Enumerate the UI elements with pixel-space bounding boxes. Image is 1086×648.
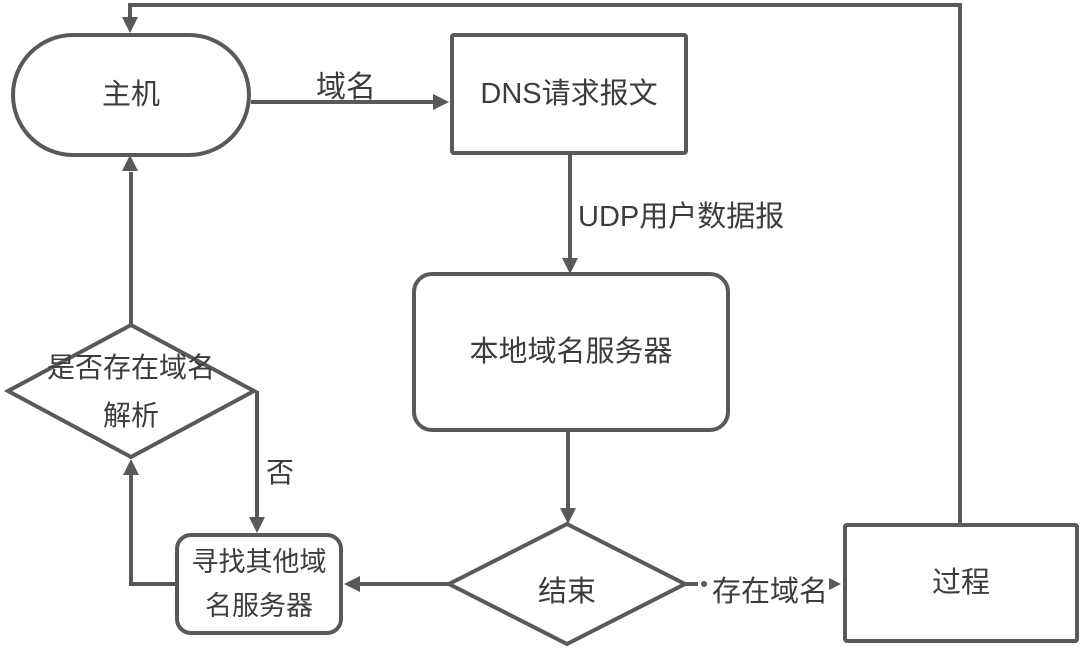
arrowhead-into-find-other-right [344,576,360,592]
end-decision-diamond [444,521,690,647]
edge-label-domain: 域名 [316,71,376,104]
arrowhead-into-host-bottom [122,155,138,171]
node-dns-request: DNS请求报文 [450,33,688,155]
node-find-other-label-line1: 寻找其他域 [191,547,327,577]
node-local-dns: 本地域名服务器 [412,272,730,432]
exists-decision-text-line2: 解析 [102,400,159,431]
edge-label-exists: 存在域名 [712,576,829,608]
node-local-dns-label: 本地域名服务器 [469,335,673,368]
arrowhead-into-local [562,258,578,274]
node-exists-decision-label: 是否存在域名 解析 [31,344,231,440]
node-dns-request-label: DNS请求报文 [480,77,658,110]
exists-decision-text-line1: 是否存在域名 [46,352,215,383]
arrowhead-into-exists-bottom [123,459,139,475]
node-host: 主机 [11,33,251,157]
edge-label-udp: UDP用户数据报 [578,201,785,233]
edge-dot-after-end [701,581,707,587]
node-process: 过程 [843,523,1079,643]
end-decision-text: 结束 [537,576,596,608]
edge-process-to-host [128,3,962,523]
arrowhead-into-process [829,578,841,590]
edge-find-other-to-exists [129,474,175,586]
exists-decision-diamond [3,322,259,460]
arrowhead-into-end [560,508,576,524]
arrowhead-into-find-other-top [249,517,265,533]
arrowhead-into-dns [433,94,449,110]
node-find-other-server: 寻找其他域 名服务器 [175,533,343,635]
arrowhead-into-host-top [122,17,138,33]
node-find-other-label-line2: 名服务器 [205,591,313,621]
node-end-decision-label: 结束 [467,568,667,610]
node-process-label: 过程 [931,566,990,599]
edge-label-no: 否 [266,457,295,488]
node-host-label: 主机 [101,78,160,111]
